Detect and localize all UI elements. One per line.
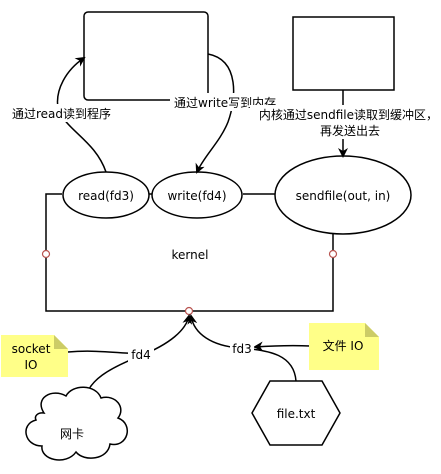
read-edge-label: 通过read读到程序 bbox=[12, 106, 111, 121]
file-io-note-label: 文件 IO bbox=[323, 338, 364, 353]
nic-label: 网卡 bbox=[60, 427, 84, 441]
program-box bbox=[83, 11, 209, 101]
program-to-write-edge bbox=[195, 53, 235, 174]
filenote-to-fd3-edge bbox=[253, 341, 311, 352]
nic-cloud bbox=[25, 386, 128, 461]
read-node-label: read(fd3) bbox=[78, 189, 134, 203]
sendfile-node-label: sendfile(out, in) bbox=[296, 189, 391, 203]
socket-note-line1: socket bbox=[12, 342, 51, 356]
socket-note-line2: IO bbox=[25, 358, 38, 372]
sendfile-edge-label-line2: 再发送出去 bbox=[320, 123, 380, 138]
kernel-port-left bbox=[41, 249, 51, 259]
socket-io-note: socket IO bbox=[1, 335, 68, 377]
kernel-label: kernel bbox=[172, 248, 209, 262]
buffer-box bbox=[292, 16, 395, 91]
sendfile-edge-label-line1: 内核通过sendfile读取到缓冲区， bbox=[259, 107, 438, 122]
file-node-label: file.txt bbox=[277, 407, 316, 421]
write-node-label: write(fd4) bbox=[167, 189, 226, 203]
kernel-port-bottom bbox=[184, 306, 194, 316]
kernel-port-right bbox=[328, 249, 338, 259]
fd4-label: fd4 bbox=[131, 348, 150, 362]
file-node bbox=[251, 380, 341, 446]
file-io-note: 文件 IO bbox=[309, 323, 379, 370]
fd3-label: fd3 bbox=[232, 342, 251, 356]
